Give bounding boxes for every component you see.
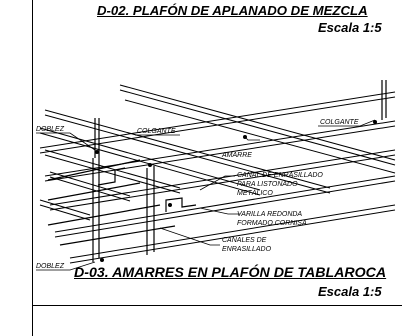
leader-lines	[36, 119, 376, 271]
label-canales-line1: CANALES DE	[222, 237, 267, 244]
hangers	[92, 80, 387, 262]
detail-title-top: D-02. PLAFÓN DE APLANADO DE MEZCLA	[97, 3, 368, 18]
frame-left-border	[32, 0, 33, 336]
cross-channels	[39, 84, 396, 221]
label-colgante-right: COLGANTE	[320, 119, 359, 126]
frame-bottom-border	[32, 305, 402, 306]
label-doblez-bottom: DOBLEZ	[36, 263, 65, 270]
detail-scale-top: Escala 1:5	[318, 20, 382, 35]
detail-scale-bottom: Escala 1:5	[318, 284, 382, 299]
label-varilla-line2: FORMADO CORNISA	[237, 220, 307, 227]
channel-rails	[47, 159, 176, 246]
detail-title-bottom: D-03. AMARRES EN PLAFÓN DE TABLAROCA	[74, 265, 387, 281]
label-varilla-line1: VARILLA REDONDA	[237, 211, 302, 218]
label-canal-line1: CANAL DE ENRASILLADO	[237, 172, 323, 179]
cornice-rods	[97, 167, 197, 212]
label-canal-line2: PARA LISTONADO	[237, 181, 298, 188]
label-canales-line2: ENRASILLADO	[222, 246, 272, 253]
label-doblez-top: DOBLEZ	[36, 126, 65, 133]
label-colgante-left: COLGANTE	[137, 128, 176, 135]
label-amarre: AMARRE	[221, 152, 252, 159]
label-canal-line3: METÁLICO	[237, 188, 273, 197]
